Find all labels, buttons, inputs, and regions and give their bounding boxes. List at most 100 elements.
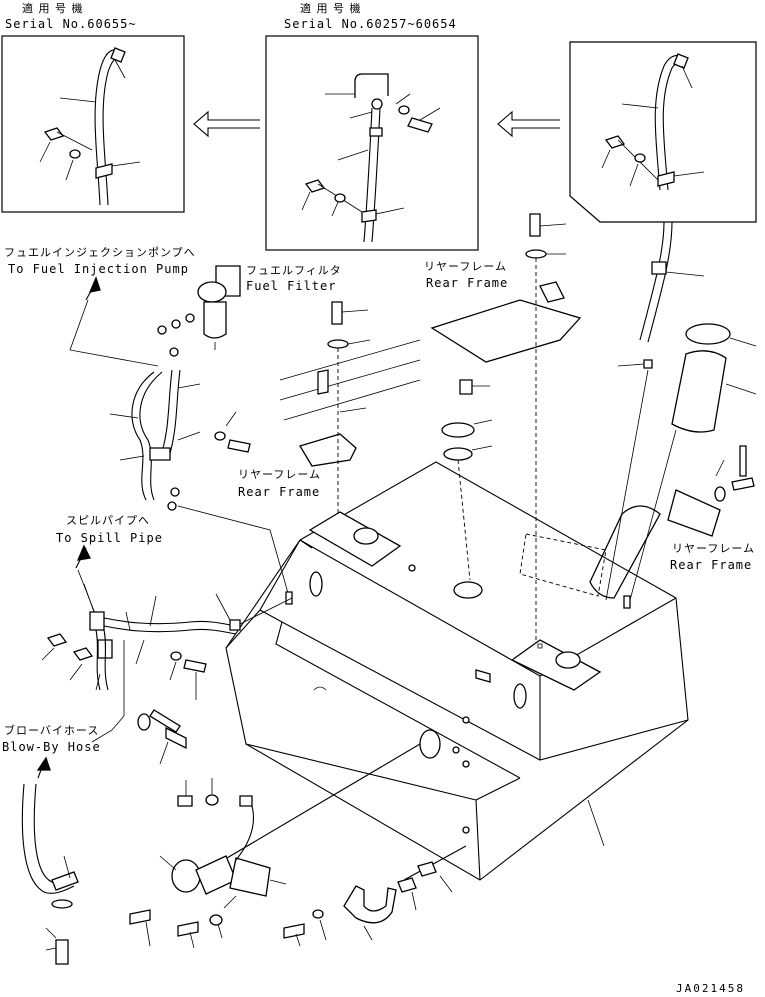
- rear-frame-washer: [525, 249, 547, 259]
- rear-frame-right-plate: [667, 489, 721, 537]
- inset-3-clip: [673, 53, 689, 69]
- sender-port: [453, 581, 483, 599]
- bracket-clip-1: [397, 877, 417, 893]
- inset-1-clamp: [95, 163, 113, 179]
- blow-by-arrow: [36, 756, 51, 771]
- breather-clamp: [651, 261, 667, 275]
- filter-element: [203, 301, 227, 339]
- tank-pipe-fitting: [285, 591, 293, 605]
- inset-2-applicable-label: 適 用 号 機: [300, 1, 362, 15]
- spill-fitting: [170, 487, 180, 497]
- inset-1-clip: [110, 47, 126, 63]
- sender-washer-2: [209, 914, 223, 926]
- filler-cap: [685, 323, 731, 345]
- inset-serial-60257-60654: 適 用 号 機 Serial No.60257~60654: [265, 1, 479, 251]
- rear-frame-mount-plate: [430, 299, 582, 363]
- fuel-filter-en-label: Fuel Filter: [246, 279, 336, 293]
- inset-2-u-bracket: [354, 73, 389, 98]
- inset-2-bolt: [407, 117, 433, 133]
- gasket-plate: [441, 422, 475, 438]
- filter-fitting-1: [185, 313, 195, 323]
- inset-2-washer: [398, 105, 410, 115]
- spill-washer: [170, 651, 182, 661]
- inset-2-serial-label: Serial No.60257~60654: [284, 17, 457, 31]
- hose-bracket-washer: [214, 431, 226, 441]
- inset-3-frame: [569, 41, 757, 223]
- tank-mount-hole-left: [353, 527, 379, 545]
- right-bolt: [739, 445, 747, 477]
- sender-screw: [177, 795, 193, 807]
- inset-2-washer-lower: [334, 193, 346, 203]
- tank-mount-hole-right: [555, 651, 581, 669]
- spill-bolt-3: [183, 659, 207, 673]
- spill-fitting-2: [167, 501, 177, 511]
- fuel-tank: [225, 461, 689, 881]
- blow-by-washer-1: [137, 713, 151, 731]
- filter-fitting-4: [169, 347, 179, 357]
- inset-2-hose: [363, 107, 373, 243]
- sender-washer: [205, 794, 219, 806]
- fuel-sender-group: [129, 743, 421, 949]
- rear-frame-right-en-label: Rear Frame: [670, 558, 752, 572]
- filter-fitting-2: [171, 319, 181, 329]
- bracket-bolt: [283, 923, 305, 939]
- rear-frame-top-en-label: Rear Frame: [426, 276, 508, 290]
- hose-bracket-bolt: [227, 439, 251, 453]
- sender-connector: [239, 795, 253, 807]
- tank-fitting: [475, 669, 491, 683]
- rear-frame-top-jp-label: リヤーフレーム: [424, 260, 507, 273]
- inset-3-clamp: [657, 171, 675, 187]
- spill-pipe-en-label: To Spill Pipe: [56, 531, 163, 545]
- blow-by-hose: [21, 783, 75, 894]
- drain-plug-boss: [419, 729, 441, 759]
- fuel-filter-group: フュエルインジェクションポンプへ To Fuel Injection Pump …: [4, 246, 341, 601]
- neck-fitting: [623, 595, 631, 609]
- tank-outline: [225, 461, 689, 881]
- blow-by-bolt-1: [149, 709, 181, 733]
- frame-clip: [317, 369, 329, 395]
- fuel-injection-pump-en-label: To Fuel Injection Pump: [8, 262, 189, 276]
- filler-group: リヤーフレーム Rear Frame: [441, 323, 757, 609]
- blow-by-clamp: [51, 871, 79, 891]
- rear-frame-mid-en-label: Rear Frame: [238, 485, 320, 499]
- rear-frame-top: リヤーフレーム Rear Frame: [424, 213, 582, 650]
- inset-3-hose-extension: [639, 221, 665, 341]
- inset-1-bolt: [43, 127, 65, 141]
- hose-joint: [149, 447, 171, 461]
- tank-mount-right: [510, 639, 602, 691]
- filler-neck-pipe: [589, 505, 661, 599]
- side-port-right: [513, 683, 527, 709]
- inset-3-washer: [634, 153, 646, 163]
- rear-frame-bolt: [529, 213, 541, 237]
- spill-hose-end: [229, 619, 241, 631]
- spill-pipe-group: スピルパイプへ To Spill Pipe: [41, 514, 241, 716]
- side-port-left: [309, 571, 323, 597]
- filter-head: [197, 281, 227, 303]
- frame-bolt: [331, 301, 343, 325]
- inset-3-breather-hose: [654, 54, 683, 191]
- fuel-hose-2: [159, 369, 173, 459]
- sender-bolt-1: [129, 909, 151, 925]
- inset-2-fitting: [371, 98, 383, 110]
- inset-1-applicable-label: 適 用 号 機: [22, 1, 84, 15]
- blow-by-washer-2: [51, 899, 73, 909]
- spill-pipe-jp-label: スピルパイプへ: [66, 514, 150, 527]
- arrow-left-2: [497, 110, 560, 138]
- inset-1-frame: [1, 35, 185, 213]
- rear-frame-right-jp-label: リヤーフレーム: [672, 542, 755, 555]
- drawing-code: JA021458: [676, 982, 745, 995]
- fuel-injection-pump-jp-label: フュエルインジェクションポンプへ: [4, 246, 196, 259]
- inset-serial-60655: 適 用 号 機 Serial No.60655~: [1, 1, 185, 213]
- sender-bolt-2: [177, 921, 199, 937]
- bracket-washer: [312, 909, 324, 919]
- right-washer: [714, 486, 726, 502]
- frame-washer: [327, 339, 349, 349]
- inset-3-bolt: [604, 135, 626, 149]
- spill-arrow: [76, 544, 91, 561]
- fuel-sender-cover: [229, 857, 271, 897]
- gasket-ring: [443, 447, 473, 461]
- bottom-bracket-group: [283, 845, 467, 947]
- inset-1-washer: [69, 149, 81, 159]
- spill-clip-1: [89, 611, 105, 631]
